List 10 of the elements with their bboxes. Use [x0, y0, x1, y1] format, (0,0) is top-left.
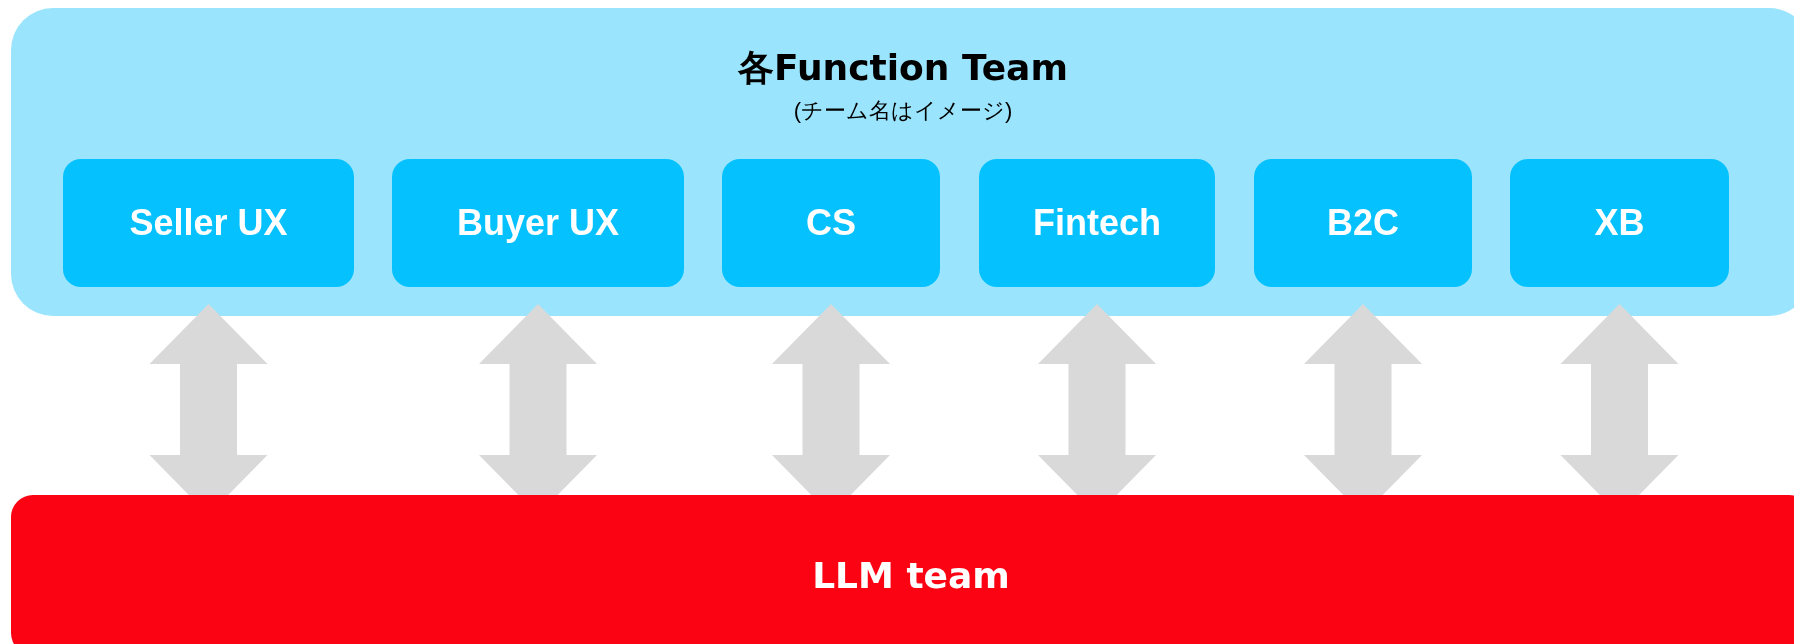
team-box: CS [722, 159, 940, 287]
team-box: XB [1510, 159, 1729, 287]
team-band: LLM team [11, 495, 1794, 644]
team-box: Fintech [979, 159, 1215, 287]
panel-title: 各Function Team [738, 46, 1068, 90]
team-panel [11, 8, 1794, 316]
team-box: Buyer UX [392, 159, 684, 287]
team-box: Seller UX [63, 159, 354, 287]
panel-subtitle: (チーム名はイメージ) [793, 97, 1013, 125]
team-box: B2C [1254, 159, 1472, 287]
